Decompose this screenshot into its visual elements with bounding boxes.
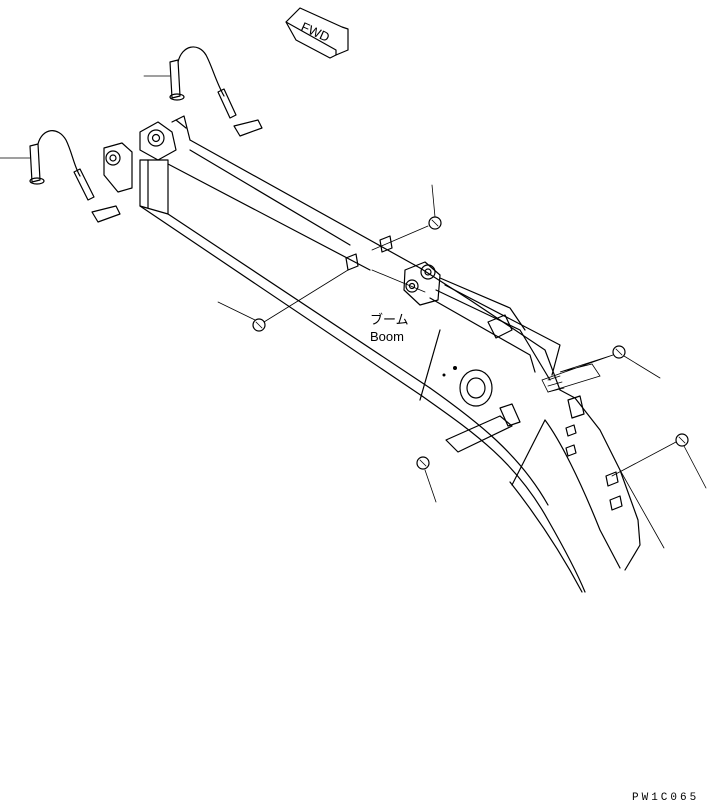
grease-fitting-b bbox=[217, 269, 349, 332]
boom-label-japanese: ブーム bbox=[370, 312, 409, 327]
grease-fitting-a bbox=[371, 184, 442, 251]
arm-cylinder-bracket bbox=[403, 261, 561, 381]
leader-lines bbox=[619, 469, 665, 549]
boom-label-english: Boom bbox=[370, 329, 404, 344]
foot-bosses bbox=[103, 115, 191, 193]
boom-body bbox=[139, 139, 641, 593]
grease-fitting-e bbox=[416, 403, 521, 503]
drawing-code: PW1C065 bbox=[632, 792, 699, 804]
fwd-label: FWD bbox=[299, 19, 332, 45]
grease-fitting-d bbox=[611, 433, 707, 489]
fwd-arrow: FWD bbox=[285, 7, 349, 59]
pin-assembly-2 bbox=[0, 130, 121, 223]
boom-label: ブーム Boom bbox=[370, 312, 409, 344]
pin-assembly-1 bbox=[143, 46, 263, 137]
boom-cylinder-boss bbox=[442, 366, 493, 407]
grease-fitting-c bbox=[541, 345, 661, 393]
hose-clamps bbox=[345, 235, 623, 511]
